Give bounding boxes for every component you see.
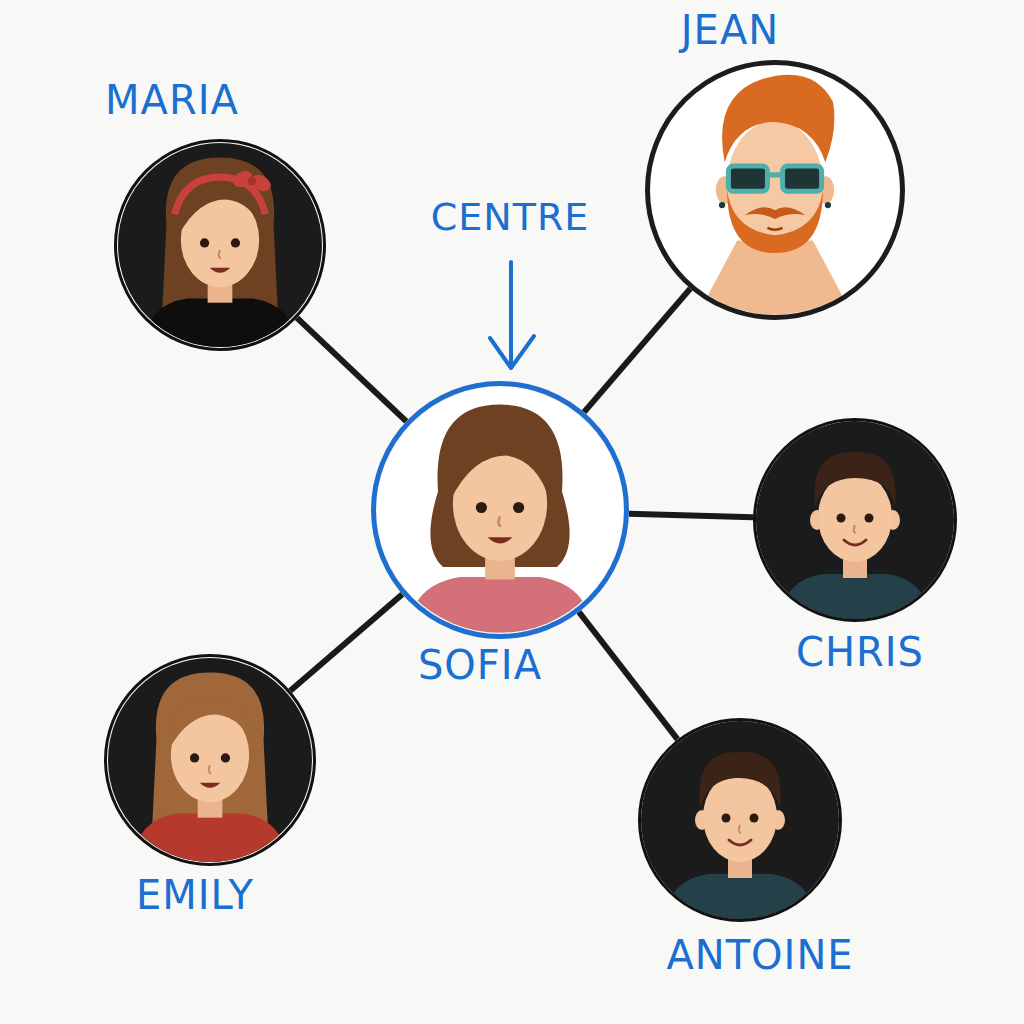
sofia-avatar bbox=[376, 386, 624, 634]
person-name: EMILY bbox=[133, 872, 257, 918]
connector-line bbox=[297, 318, 406, 421]
jean-avatar bbox=[649, 64, 901, 316]
connector-line bbox=[579, 612, 678, 739]
person-circle: ANTOINE bbox=[638, 718, 842, 922]
antoine-avatar bbox=[640, 720, 840, 920]
person-circle: CHRIS bbox=[753, 418, 957, 622]
center-person-circle: SOFIA bbox=[371, 381, 629, 639]
emily-avatar bbox=[107, 657, 313, 863]
person-name: JEAN bbox=[678, 7, 782, 53]
connector-line bbox=[584, 289, 690, 413]
connector-line bbox=[290, 594, 402, 691]
person-name: SOFIA bbox=[415, 642, 545, 688]
maria-avatar bbox=[117, 142, 323, 348]
person-name: ANTOINE bbox=[663, 932, 856, 978]
person-name: CHRIS bbox=[793, 629, 927, 675]
person-circle: MARIA bbox=[114, 139, 326, 351]
pointer-arrow bbox=[490, 262, 534, 368]
person-name: MARIA bbox=[102, 77, 242, 123]
chris-avatar bbox=[755, 420, 955, 620]
person-circle: EMILY bbox=[104, 654, 316, 866]
person-circle: JEAN bbox=[645, 60, 905, 320]
pointer-label: CENTRE bbox=[428, 196, 593, 240]
connector-line bbox=[629, 514, 753, 517]
